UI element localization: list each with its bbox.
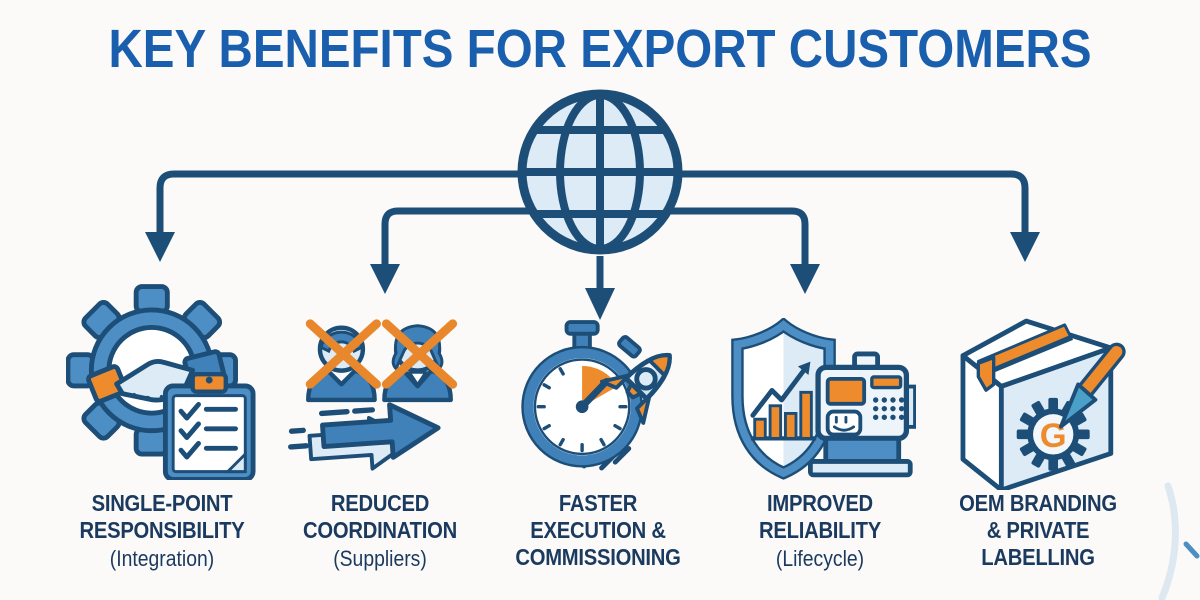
benefit-title-line: IMPROVED: [767, 490, 873, 516]
globe-icon: [517, 89, 683, 255]
benefit-title-line: LABELLING: [981, 544, 1095, 570]
paintbrush-icon: [1058, 342, 1126, 429]
benefit-label-improved-reliability: IMPROVED RELIABILITY (Lifecycle): [706, 490, 935, 573]
benefit-title-line: FASTER: [558, 490, 638, 516]
benefit-subtitle: (Integration): [109, 546, 215, 571]
box-tape-tab: [976, 355, 996, 392]
rocket-icon: [600, 353, 672, 425]
benefit-subtitle: (Suppliers): [333, 546, 427, 571]
machine-icon: [808, 351, 916, 478]
benefit-title-line: OEM BRANDING: [959, 490, 1117, 516]
connector-arrowheads: [145, 232, 1040, 320]
benefit-title-line: COORDINATION: [303, 517, 457, 543]
benefit-label-reduced-coordination: REDUCED COORDINATION (Suppliers): [266, 490, 495, 573]
benefit-title-line: RESPONSIBILITY: [79, 517, 245, 543]
cross-out-marks: [305, 319, 458, 389]
corner-swoosh: [1158, 482, 1200, 600]
benefit-title-line: RELIABILITY: [759, 517, 881, 543]
shield-growth-chart-machine-icon: [731, 318, 916, 480]
fast-arrow-icon: [288, 402, 441, 471]
benefit-label-single-point: SINGLE-POINT RESPONSIBILITY (Integration…: [48, 490, 277, 573]
stopwatch-rocket-icon: [521, 320, 672, 471]
stopwatch-icon: [521, 320, 643, 468]
benefit-title-line: REDUCED: [330, 490, 430, 516]
benefit-title-line: COMMISSIONING: [515, 544, 681, 570]
benefit-subtitle: (Lifecycle): [775, 546, 865, 571]
benefit-title-line: EXECUTION &: [530, 517, 666, 543]
checklist-clipboard-icon: [162, 372, 256, 480]
growth-chart-icon: [750, 361, 817, 441]
page-title: KEY BENEFITS FOR EXPORT CUSTOMERS: [108, 19, 1092, 79]
benefit-title-line: & PRIVATE: [986, 517, 1090, 543]
branded-box-paintbrush-icon: G: [960, 318, 1126, 490]
crossed-suppliers-fast-arrow-icon: [288, 319, 458, 471]
benefit-label-oem-branding: OEM BRANDING & PRIVATE LABELLING: [924, 490, 1153, 571]
gear-handshake-clipboard-icon: [66, 284, 256, 480]
benefit-label-faster-execution: FASTER EXECUTION & COMMISSIONING: [484, 490, 713, 571]
benefit-title-line: SINGLE-POINT: [91, 490, 233, 516]
